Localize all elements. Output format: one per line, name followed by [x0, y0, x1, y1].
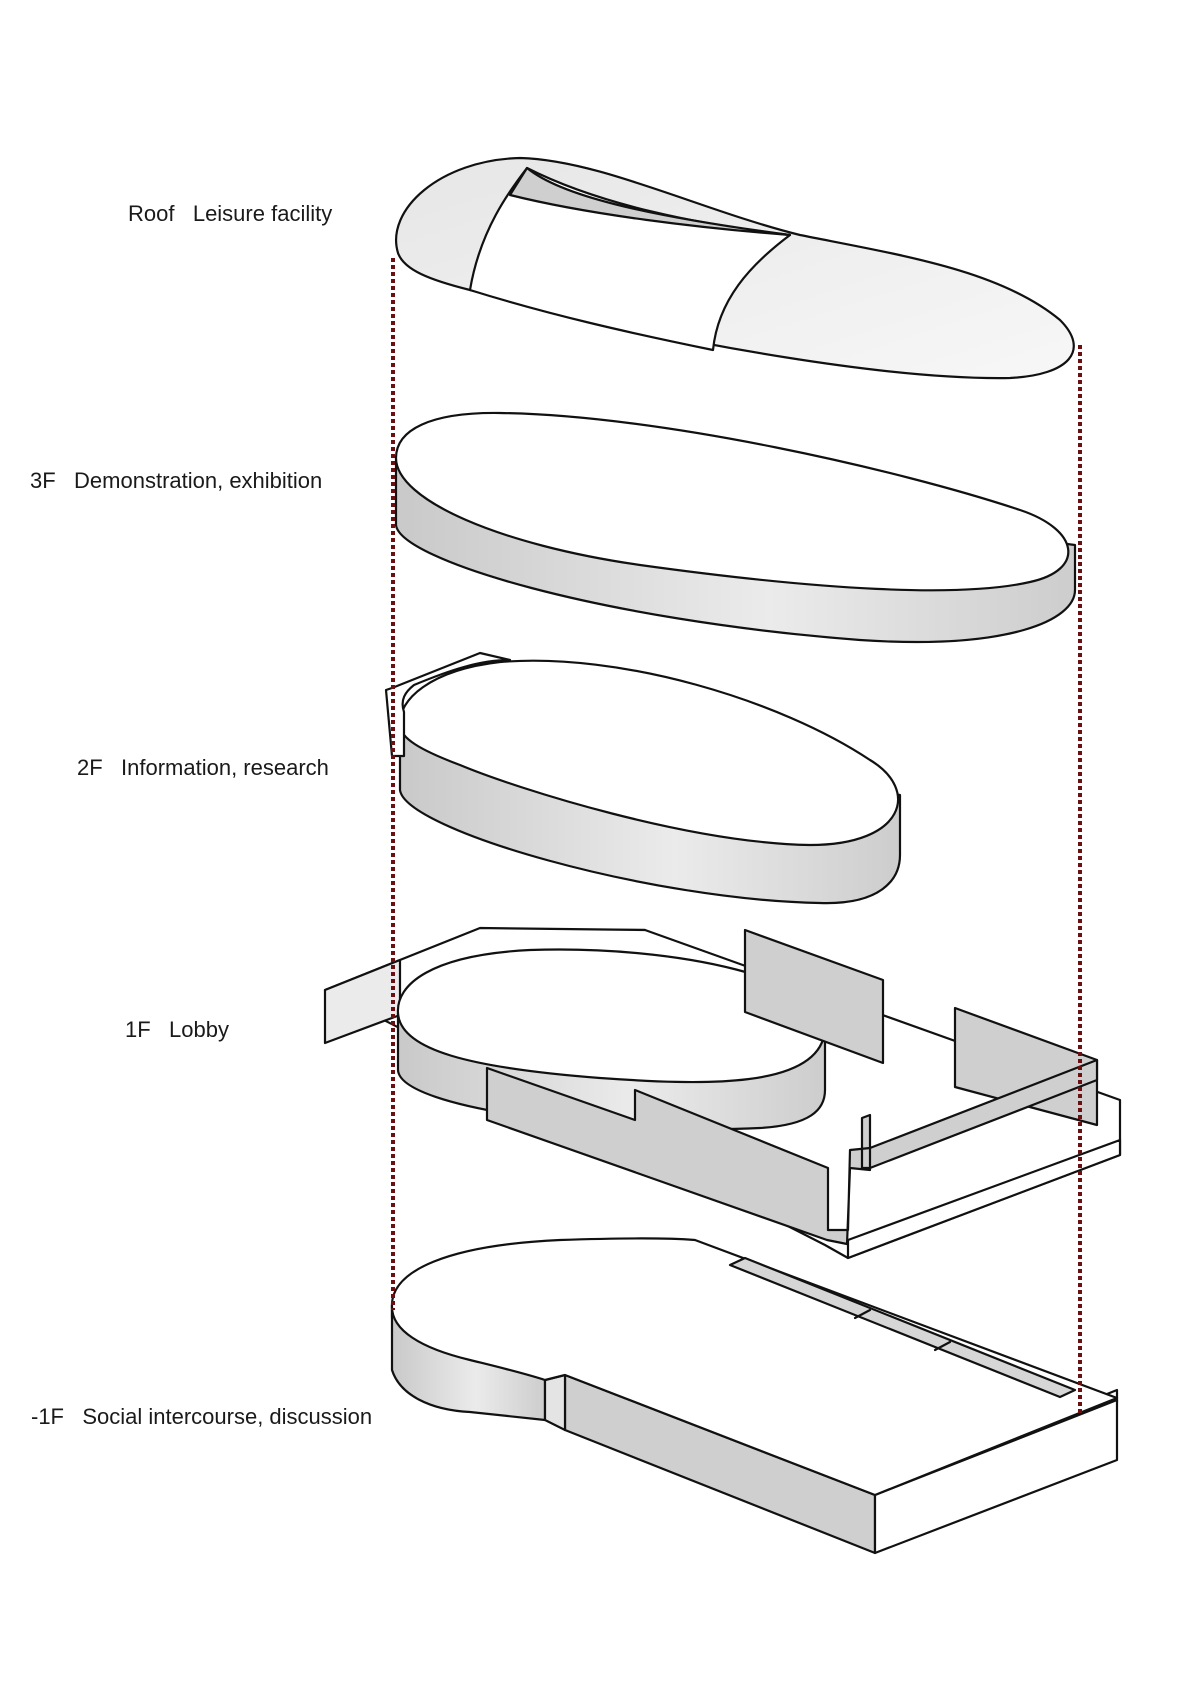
label-3f: 3F Demonstration, exhibition	[30, 470, 322, 492]
label-2f-function: Information, research	[121, 755, 329, 780]
label-1f-function: Lobby	[169, 1017, 229, 1042]
floor-2f-volume	[384, 651, 902, 905]
label-1f: 1F Lobby	[125, 1019, 229, 1041]
floor-b1-volume	[390, 1237, 1119, 1555]
floor-3f-volume	[394, 411, 1077, 644]
floor-1f-volume	[323, 926, 1122, 1260]
alignment-lines	[391, 258, 1082, 1413]
label-roof-function: Leisure facility	[192, 201, 333, 226]
label-3f-level: 3F	[30, 468, 56, 493]
roof-volume	[395, 156, 1075, 380]
label-b1: -1F Social intercourse, discussion	[31, 1406, 372, 1428]
label-1f-level: 1F	[125, 1017, 151, 1042]
label-2f-level: 2F	[77, 755, 103, 780]
label-b1-level: -1F	[31, 1404, 64, 1429]
label-b1-function: Social intercourse, discussion	[82, 1404, 373, 1429]
label-3f-function: Demonstration, exhibition	[74, 468, 323, 493]
label-roof-level: Roof	[128, 201, 175, 226]
label-2f: 2F Information, research	[77, 757, 329, 779]
label-roof: Roof Leisure facility	[128, 203, 332, 225]
